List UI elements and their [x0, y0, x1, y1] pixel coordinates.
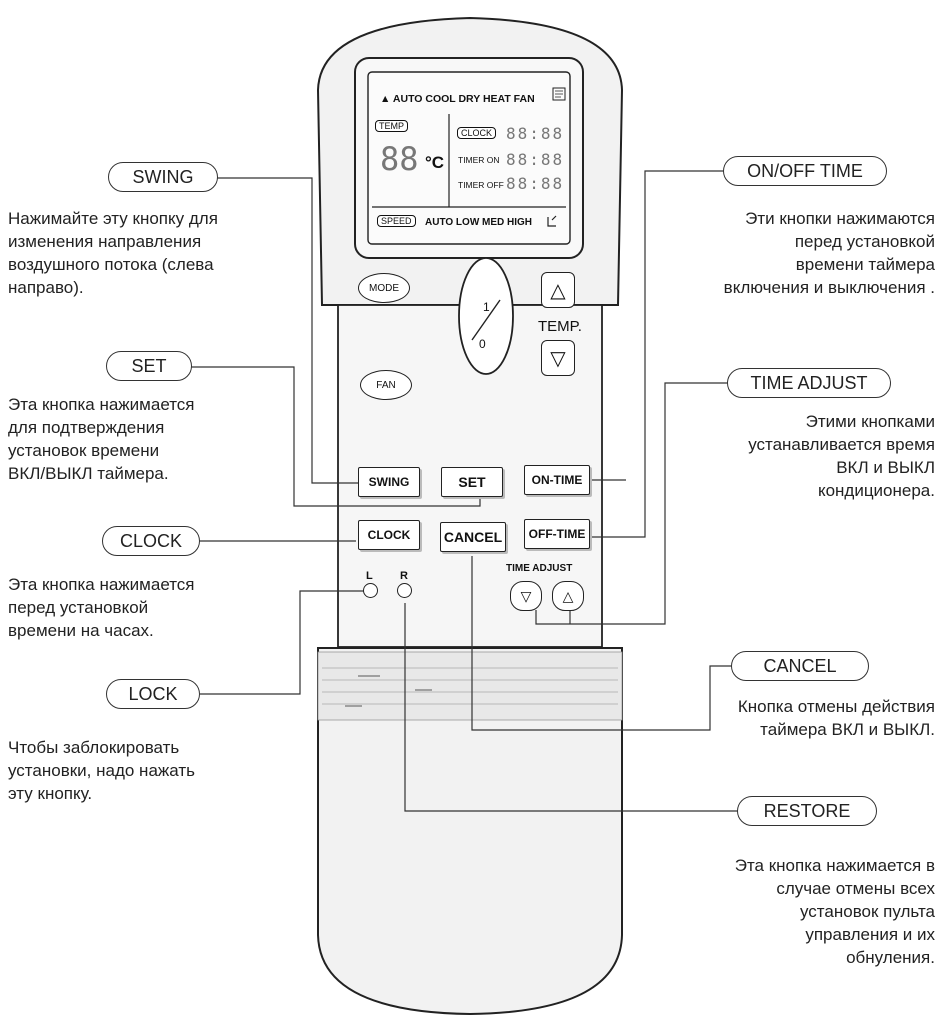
cancel-remote-button[interactable]: CANCEL	[440, 522, 506, 552]
restore-pinhole-button[interactable]	[397, 583, 412, 598]
temp-up-button[interactable]: △	[541, 272, 575, 308]
lcd-temp-digits: 88	[380, 140, 419, 178]
set-leader	[190, 366, 481, 507]
swing-remote-button[interactable]: SWING	[358, 467, 420, 497]
power-off-label[interactable]: 0	[479, 337, 486, 351]
lcd-screen	[367, 71, 571, 245]
lcd-mode-row: ▲ AUTO COOL DRY HEAT FAN	[380, 93, 535, 105]
fan-button[interactable]: FAN	[360, 370, 412, 400]
lcd-timer-off-label: TIMER OFF	[458, 180, 504, 190]
lcd-speed-tag: SPEED	[377, 215, 416, 227]
swing-leader	[217, 177, 358, 484]
onoff-leader	[590, 170, 724, 538]
lock-callout: LOCK	[106, 679, 200, 709]
adjust-up-button[interactable]: △	[552, 581, 584, 611]
set-remote-button[interactable]: SET	[441, 467, 503, 497]
power-on-label[interactable]: 1	[483, 300, 490, 314]
lock-pinhole-button[interactable]	[363, 583, 378, 598]
cancel-callout: CANCEL	[731, 651, 869, 681]
fan-mode-icon	[552, 87, 566, 101]
clock-remote-button[interactable]: CLOCK	[358, 520, 420, 550]
lock-pinhole-label: L	[366, 570, 373, 582]
lcd-timer-off-digits: 88:88	[506, 174, 565, 193]
lcd-timer-on-digits: 88:88	[506, 150, 565, 169]
lock-leader	[200, 590, 364, 695]
restore-pinhole-label: R	[400, 570, 408, 582]
remote-grille	[317, 651, 623, 721]
lcd-speed-values: AUTO LOW MED HIGH	[425, 217, 533, 228]
fan-speed-icon	[547, 215, 557, 227]
time-adjust-leader	[535, 382, 728, 625]
temp-down-button[interactable]: ▽	[541, 340, 575, 376]
swing-callout: SWING	[108, 162, 218, 192]
time-adjust-remote-label: TIME ADJUST	[506, 563, 573, 574]
lcd-clock-tag: CLOCK	[457, 127, 497, 139]
set-callout: SET	[106, 351, 192, 381]
time-adjust-callout: TIME ADJUST	[727, 368, 891, 398]
onoff-time-callout: ON/OFF TIME	[723, 156, 887, 186]
mode-button[interactable]: MODE	[358, 273, 410, 303]
remote-lower-grip	[317, 647, 623, 1016]
adjust-down-button[interactable]: ▽	[510, 581, 542, 611]
temp-label: TEMP.	[538, 318, 582, 335]
power-button-shape	[458, 257, 514, 375]
lcd-temp-tag: TEMP	[375, 120, 409, 132]
restore-callout: RESTORE	[737, 796, 877, 826]
restore-leader	[404, 603, 738, 812]
on-time-remote-button[interactable]: ON-TIME	[524, 465, 590, 495]
lcd-timer-on-label: TIMER ON	[458, 155, 500, 165]
cancel-leader	[471, 556, 732, 731]
clock-callout: CLOCK	[102, 526, 200, 556]
lcd-temp-unit: °C	[425, 153, 445, 172]
off-time-remote-button[interactable]: OFF-TIME	[524, 519, 590, 549]
lcd-clock-digits: 88:88	[506, 124, 565, 143]
